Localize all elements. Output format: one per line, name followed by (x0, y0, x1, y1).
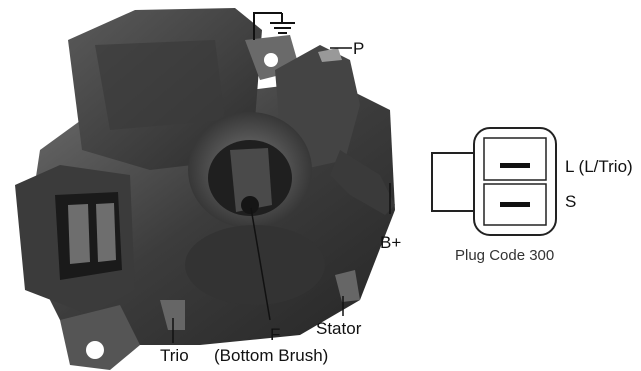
stator-terminal-label: Stator (316, 320, 361, 337)
trio-terminal-label: Trio (160, 347, 189, 364)
plug-pin-l (500, 163, 530, 168)
f-terminal-label: F (270, 326, 280, 343)
bottom-brush-label: (Bottom Brush) (214, 347, 328, 364)
p-terminal-label: P (353, 40, 364, 57)
plug-s-pin-label: S (565, 193, 576, 210)
plug-code-caption: Plug Code 300 (455, 248, 554, 263)
b-plus-terminal-label: B+ (380, 234, 401, 251)
plug-l-pin-label: L (L/Trio) (565, 158, 633, 175)
plug-cavity-top (484, 138, 546, 180)
plug-side-tab (432, 153, 474, 211)
plug-connector-drawing (432, 128, 556, 235)
plug-pin-s (500, 202, 530, 207)
